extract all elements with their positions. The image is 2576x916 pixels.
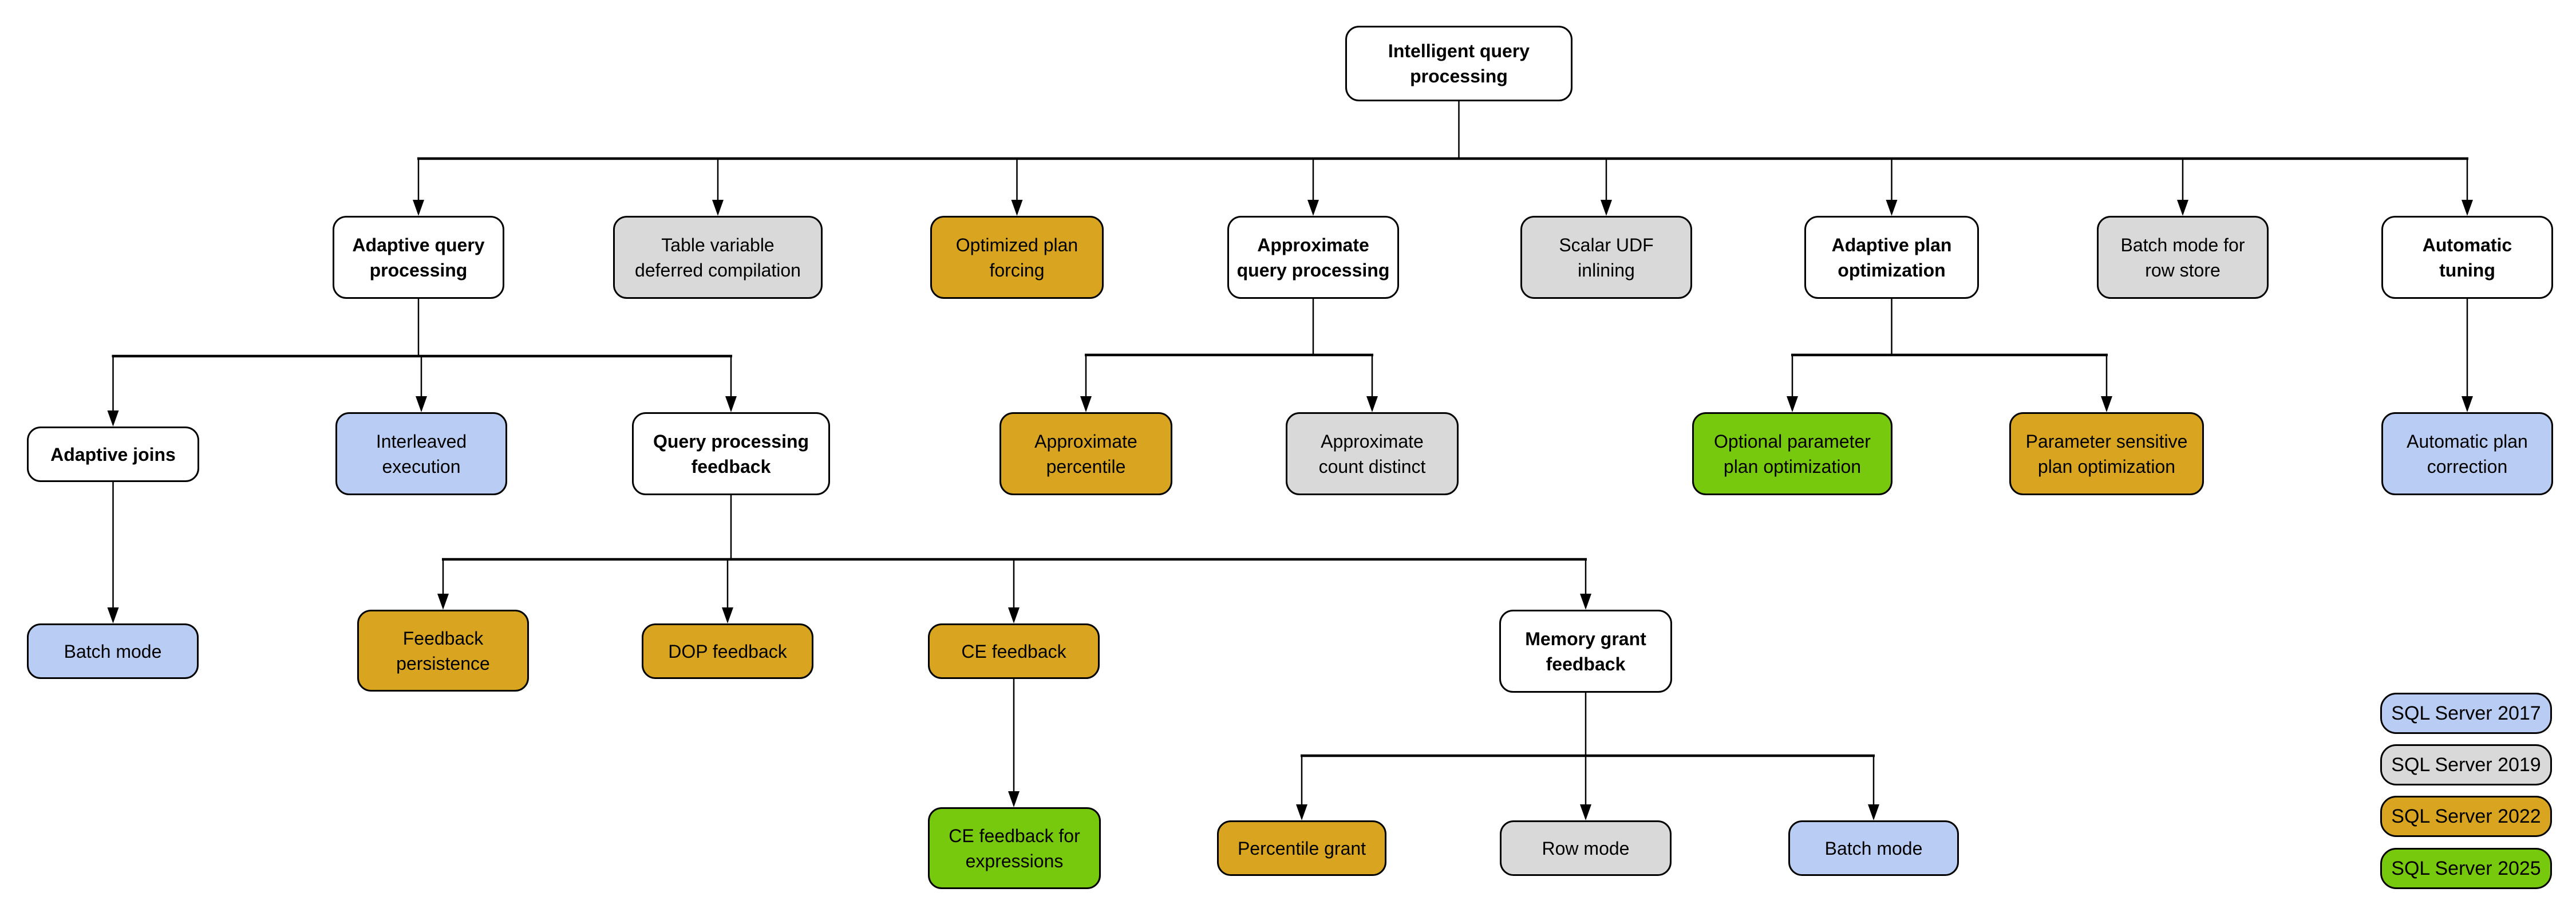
arrowhead-icon: [725, 396, 737, 412]
edge-aqp: [107, 299, 737, 427]
node-opf: Optimized plan forcing: [930, 216, 1104, 299]
node-cefe: CE feedback for expressions: [928, 807, 1101, 889]
node-fp: Feedback persistence: [357, 610, 529, 692]
node-aqp: Adaptive query processing: [333, 216, 504, 299]
node-at: Automatic tuning: [2381, 216, 2553, 299]
arrowhead-icon: [2101, 396, 2112, 412]
arrowhead-icon: [2177, 200, 2188, 216]
node-pspo: Parameter sensitive plan optimization: [2009, 412, 2204, 495]
arrowhead-icon: [2462, 200, 2473, 216]
edge-root: [413, 101, 2473, 216]
node-ie: Interleaved execution: [335, 412, 507, 495]
arrowhead-icon: [2462, 396, 2473, 412]
node-axqp: Approximate query processing: [1227, 216, 1399, 299]
arrowhead-icon: [437, 594, 449, 610]
arrowhead-icon: [1868, 804, 1879, 820]
edge-cef: [1008, 679, 1020, 807]
node-mgf: Memory grant feedback: [1499, 610, 1672, 693]
node-sudf: Scalar UDF inlining: [1520, 216, 1692, 299]
node-cef: CE feedback: [928, 623, 1100, 679]
arrowhead-icon: [107, 607, 119, 623]
edge-mgf: [1296, 693, 1879, 820]
arrowhead-icon: [1008, 607, 1020, 623]
edge-apo: [1787, 299, 2112, 412]
node-dop: DOP feedback: [642, 623, 813, 679]
arrowhead-icon: [1601, 200, 1612, 216]
edge-axqp: [1080, 299, 1378, 412]
arrowhead-icon: [1580, 804, 1591, 820]
node-tvdc: Table variable deferred compilation: [613, 216, 823, 299]
legend-item-sql-server-2019: SQL Server 2019: [2380, 744, 2552, 785]
arrowhead-icon: [413, 200, 424, 216]
arrowhead-icon: [1787, 396, 1798, 412]
node-apo: Adaptive plan optimization: [1804, 216, 1979, 299]
arrowhead-icon: [1580, 594, 1591, 610]
node-qpf: Query processing feedback: [632, 412, 830, 495]
node-ap: Approximate percentile: [999, 412, 1172, 495]
arrowhead-icon: [107, 410, 119, 427]
edge-qpf: [437, 495, 1591, 623]
edge-aj: [107, 482, 119, 623]
legend-item-sql-server-2022: SQL Server 2022: [2380, 796, 2552, 837]
node-bm1: Batch mode: [27, 623, 199, 679]
node-acd: Approximate count distinct: [1286, 412, 1459, 495]
legend-item-sql-server-2025: SQL Server 2025: [2380, 848, 2552, 889]
arrowhead-icon: [722, 607, 733, 623]
node-oppo: Optional parameter plan optimization: [1692, 412, 1893, 495]
arrowhead-icon: [1080, 396, 1092, 412]
arrowhead-icon: [1886, 200, 1898, 216]
node-apc: Automatic plan correction: [2381, 412, 2553, 495]
arrowhead-icon: [1011, 200, 1023, 216]
arrowhead-icon: [1366, 396, 1378, 412]
arrowhead-icon: [1008, 791, 1020, 807]
arrowhead-icon: [1296, 804, 1307, 820]
node-rm: Row mode: [1500, 820, 1672, 876]
node-root: Intelligent query processing: [1345, 26, 1573, 101]
node-pg: Percentile grant: [1217, 820, 1386, 876]
arrowhead-icon: [1307, 200, 1319, 216]
legend-item-sql-server-2017: SQL Server 2017: [2380, 693, 2552, 734]
node-bmrs: Batch mode for row store: [2097, 216, 2269, 299]
arrowhead-icon: [712, 200, 724, 216]
edge-at: [2462, 299, 2473, 412]
node-bm2: Batch mode: [1788, 820, 1959, 876]
arrowhead-icon: [416, 396, 427, 412]
node-aj: Adaptive joins: [27, 427, 199, 482]
